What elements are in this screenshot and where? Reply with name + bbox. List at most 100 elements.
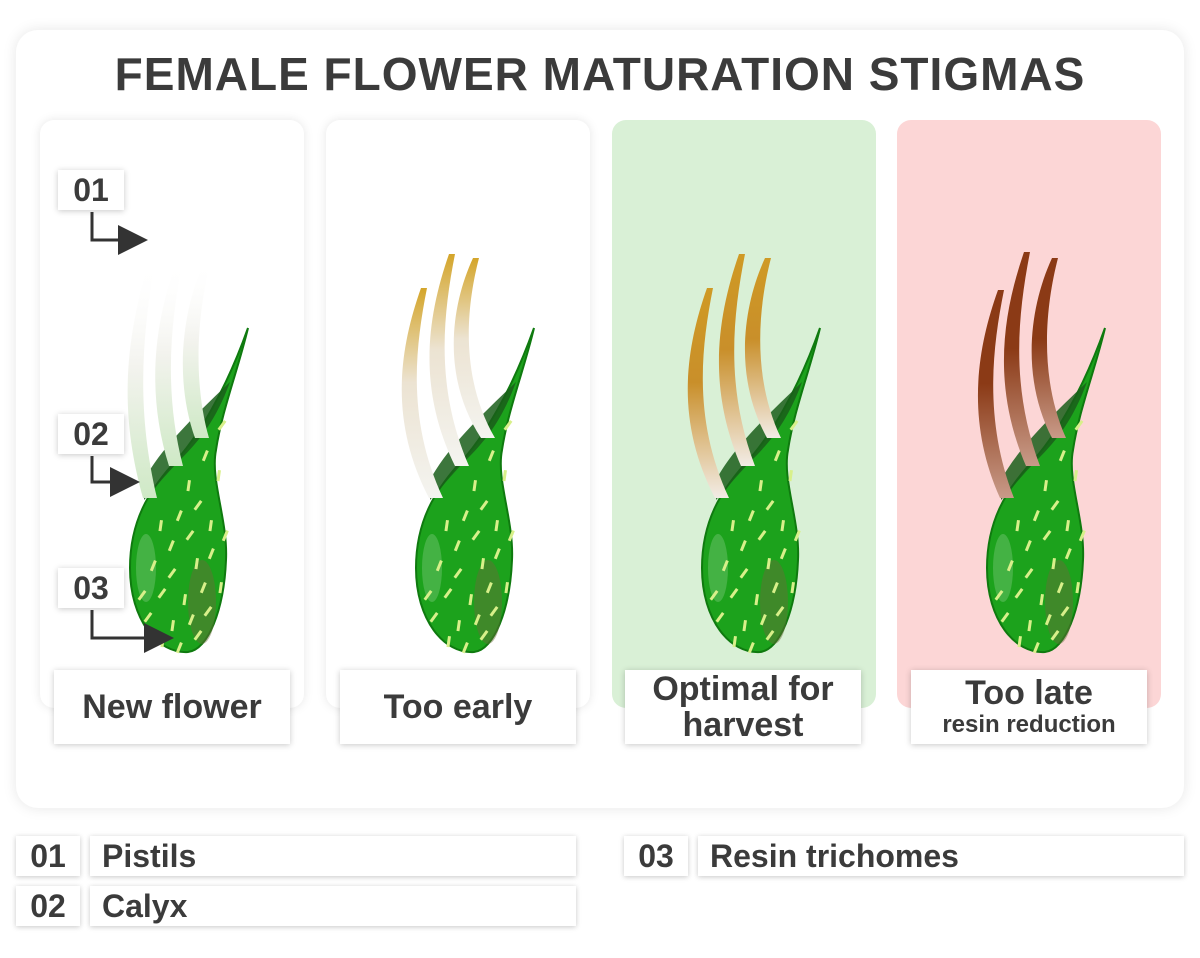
resin-trichome	[175, 510, 183, 522]
resin-trichome	[1039, 593, 1044, 606]
resin-trichome	[732, 636, 737, 648]
resin-trichome	[721, 560, 729, 572]
legend-num-02: 02	[16, 886, 80, 926]
resin-trichome	[193, 499, 203, 511]
resin-trichome	[790, 582, 795, 594]
resin-trichome	[472, 479, 477, 492]
resin-trichome	[167, 540, 175, 552]
pistil-strand	[744, 258, 781, 438]
caption-label: Optimal for harvest	[652, 670, 834, 744]
resin-trichome	[766, 558, 771, 570]
caption-label: New flower	[82, 688, 262, 726]
caption-too-late: Too late resin reduction	[911, 670, 1147, 744]
resin-trichome	[747, 642, 755, 654]
resin-trichome	[758, 479, 763, 492]
resin-trichome	[1074, 419, 1084, 431]
callout-03: 03	[58, 568, 124, 608]
resin-trichome	[789, 419, 799, 431]
flower-illustration-optimal	[687, 254, 821, 654]
resin-trichome	[1024, 540, 1032, 552]
resin-trichome	[754, 593, 759, 606]
resin-trichome	[157, 588, 167, 599]
resin-trichome	[1050, 630, 1060, 641]
calyx-gloss	[708, 534, 728, 602]
resin-trichome	[765, 630, 775, 641]
resin-trichome	[1000, 612, 1010, 623]
resin-trichome	[780, 520, 785, 532]
resin-trichome	[453, 568, 463, 579]
resin-trichome	[773, 449, 781, 462]
caption-new-flower: New flower	[54, 670, 290, 744]
arrow-02	[90, 456, 140, 497]
resin-trichome	[461, 642, 469, 654]
caption-too-early: Too early	[340, 670, 576, 744]
resin-trichome	[429, 612, 439, 623]
resin-trichome	[494, 520, 499, 532]
resin-trichome	[775, 606, 785, 617]
resin-trichome	[149, 560, 157, 572]
resin-trichome	[443, 588, 453, 599]
calyx-shade	[474, 560, 502, 644]
calyx-opening	[1001, 382, 1087, 500]
resin-trichome	[1027, 620, 1032, 632]
resin-trichome	[137, 590, 147, 601]
resin-trichome	[1051, 558, 1056, 570]
calyx-opening	[144, 382, 230, 500]
resin-trichome	[185, 530, 195, 541]
resin-trichome	[788, 470, 793, 482]
legend-label-calyx: Calyx	[90, 886, 576, 926]
resin-trichome	[480, 558, 485, 570]
resin-trichome	[175, 642, 183, 654]
resin-trichome	[423, 590, 433, 601]
resin-trichome	[1065, 520, 1070, 532]
pistil-strand	[977, 290, 1014, 498]
resin-trichome	[1024, 568, 1034, 579]
calyx-gloss	[993, 534, 1013, 602]
resin-trichome	[503, 419, 513, 431]
legend-label-resin-trichomes: Resin trichomes	[698, 836, 1184, 876]
resin-trichome	[216, 470, 221, 482]
flower-illustration-new-flower	[127, 260, 249, 654]
calyx-shade	[760, 560, 788, 644]
resin-trichome	[1075, 582, 1080, 594]
resin-trichome	[485, 582, 493, 594]
stage-panel-too-late	[897, 120, 1161, 708]
resin-trichome	[1056, 582, 1064, 594]
resin-trichome	[471, 530, 481, 541]
pistil-strand	[155, 260, 183, 466]
pistil-strand	[127, 260, 157, 498]
resin-trichome	[186, 479, 191, 492]
resin-trichome	[1006, 560, 1014, 572]
pistil-strand	[1031, 258, 1066, 438]
resin-trichome	[1064, 548, 1072, 560]
resin-trichome	[779, 548, 787, 560]
resin-trichome	[208, 520, 213, 532]
resin-trichome	[479, 499, 489, 511]
pistil-strand	[1003, 252, 1040, 466]
caption-label: Too early	[383, 688, 533, 726]
resin-trichome	[182, 593, 187, 606]
resin-trichome	[487, 449, 495, 462]
resin-trichome	[1050, 499, 1060, 511]
resin-trichome	[1032, 642, 1040, 654]
resin-trichome	[199, 582, 207, 594]
resin-trichome	[793, 530, 801, 542]
resin-trichome	[1017, 636, 1022, 648]
resin-trichome	[1015, 520, 1020, 532]
pistil-strand	[687, 288, 729, 498]
resin-trichome	[444, 520, 449, 532]
resin-trichome	[1044, 613, 1052, 626]
resin-trichome	[759, 613, 767, 626]
callout-02: 02	[58, 414, 124, 454]
resin-trichome	[203, 606, 213, 617]
resin-trichome	[994, 590, 1004, 601]
resin-trichome	[771, 582, 779, 594]
pistil-strand	[453, 258, 495, 438]
legend-num-01: 01	[16, 836, 80, 876]
resin-trichome	[1032, 510, 1040, 522]
resin-trichome	[446, 636, 451, 648]
resin-trichome	[1073, 470, 1078, 482]
legend-label-pistils: Pistils	[90, 836, 576, 876]
resin-trichome	[435, 560, 443, 572]
